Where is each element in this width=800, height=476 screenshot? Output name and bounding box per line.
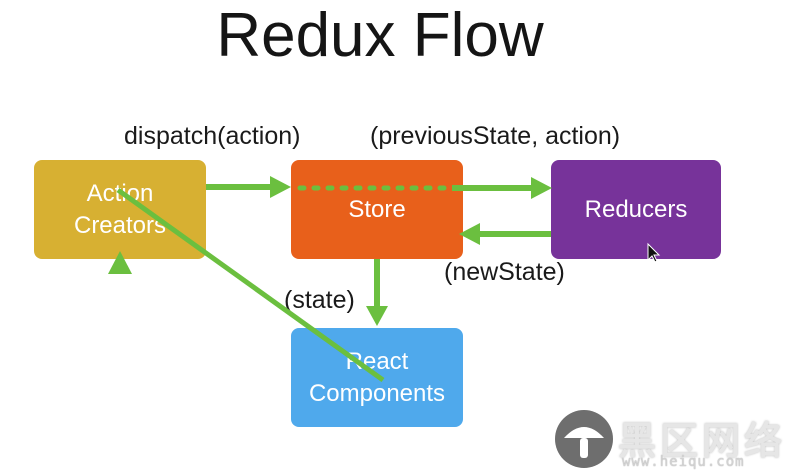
new-state-arrow: [459, 223, 551, 245]
store-label: Store: [348, 195, 406, 223]
watermark-url: www.heiqu.com: [622, 454, 745, 470]
react-components-label-line-2: Components: [308, 379, 446, 407]
action-creators-up-arrowhead: [108, 251, 132, 274]
previous-state-action-label: (previousState, action): [370, 122, 621, 150]
previous-state-arrow: [452, 177, 552, 199]
new-state-label: (newState): [444, 258, 565, 286]
mushroom-logo-icon: [555, 410, 613, 468]
watermark: 黑区网络 www.heiqu.com: [554, 406, 792, 472]
watermark-brand: 黑区网络: [618, 421, 787, 463]
components-to-creators-line: [116, 187, 385, 383]
mouse-cursor-icon: [647, 242, 661, 263]
reducers-node: Reducers: [551, 160, 721, 259]
store-node: Store: [291, 160, 463, 259]
dispatch-action-label: dispatch(action): [124, 122, 301, 150]
state-label: (state): [284, 286, 355, 314]
dispatch-arrow: [206, 176, 291, 198]
reducers-label: Reducers: [584, 195, 688, 223]
diagram-title: Redux Flow: [216, 1, 544, 70]
state-arrow: [366, 259, 388, 326]
